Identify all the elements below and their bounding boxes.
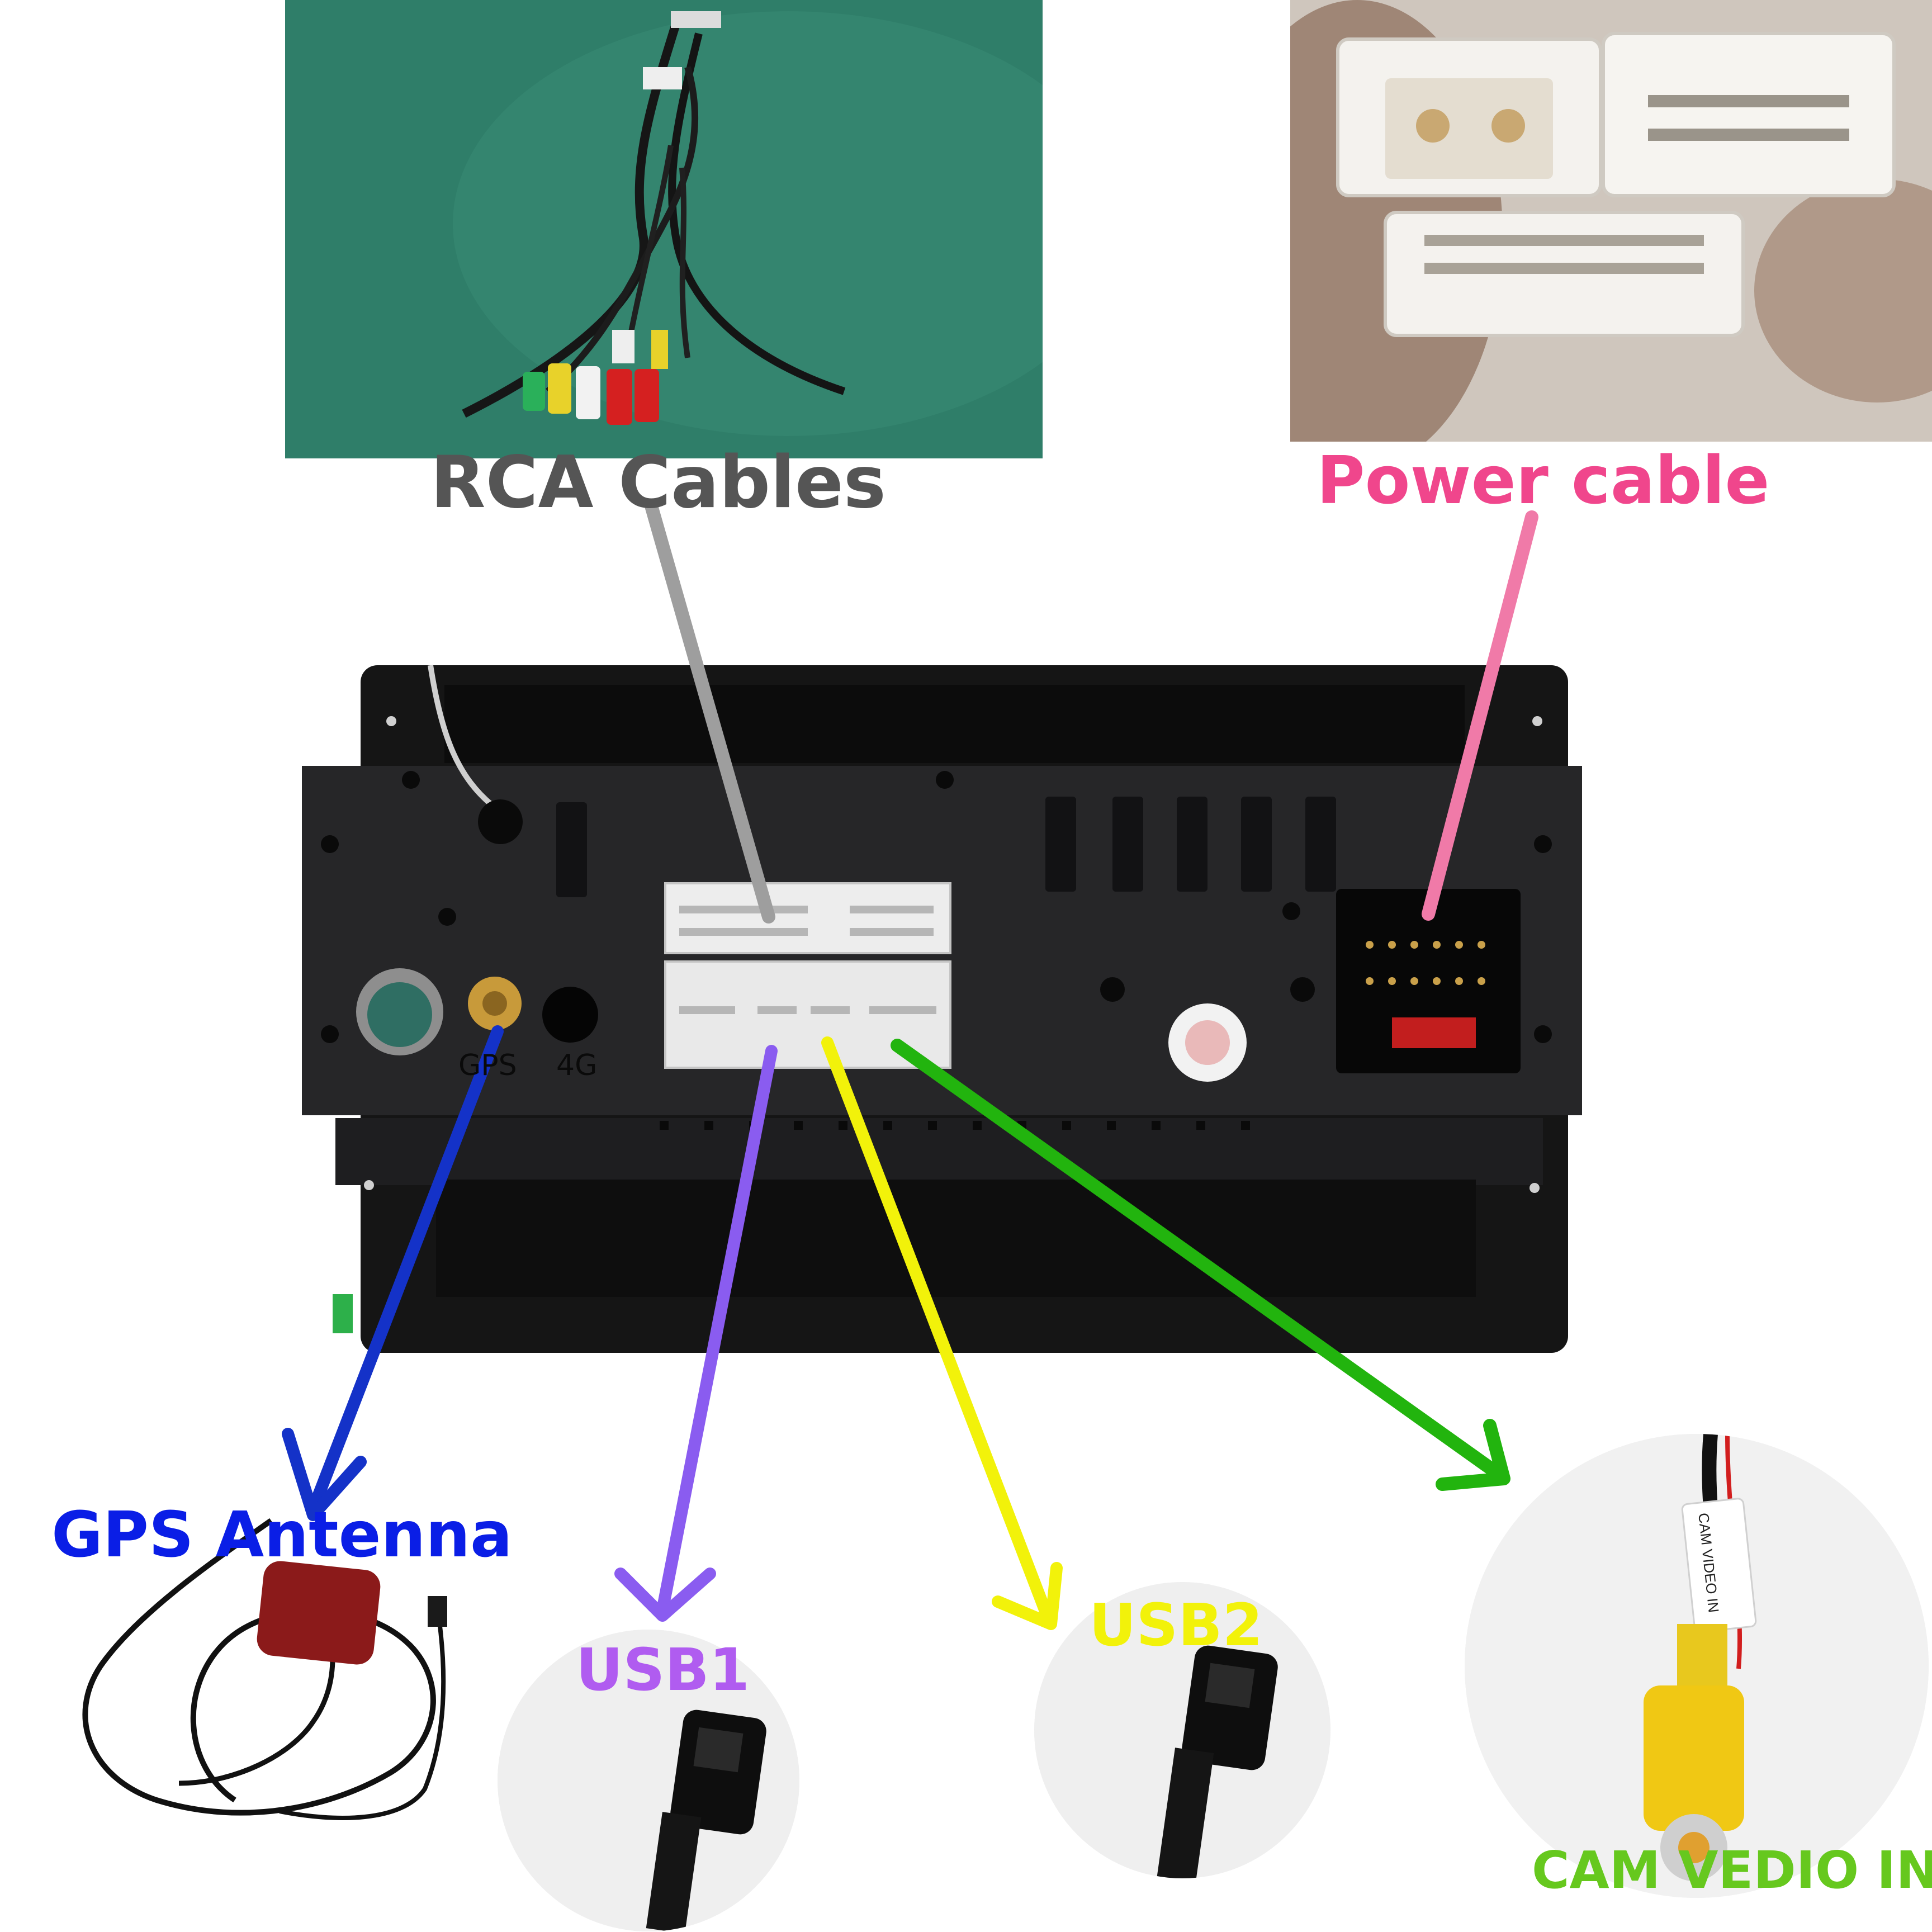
usb2-photo xyxy=(1034,1582,1330,1878)
fourg-port-marking: 4G xyxy=(556,1049,598,1082)
usb2-label: USB2 xyxy=(1089,1591,1263,1659)
gps-antenna-device xyxy=(82,1518,447,1820)
power-line xyxy=(1422,510,1538,921)
rca-cables-photo xyxy=(285,0,1043,458)
head-unit-back xyxy=(302,665,1582,1353)
usb1-label: USB1 xyxy=(576,1636,750,1704)
gps-port-marking: GPS xyxy=(458,1049,517,1082)
usb1-photo xyxy=(498,1630,799,1931)
gps-arrow xyxy=(282,1025,504,1521)
rca-cables-label: RCA Cables xyxy=(430,441,886,524)
usb2-arrow xyxy=(821,1036,1063,1630)
cam-video-photo: CAM VIDEO IN xyxy=(1465,1434,1929,1898)
rca-line xyxy=(645,499,775,924)
power-cable-label: Power cable xyxy=(1317,442,1770,519)
cam-video-in-label: CAM VEDIO IN xyxy=(1532,1840,1932,1900)
power-cable-photo xyxy=(1290,0,1932,442)
cam-arrow xyxy=(891,1039,1510,1491)
usb1-arrow xyxy=(614,1045,778,1622)
gps-antenna-label: GPS Antenna xyxy=(51,1499,513,1571)
